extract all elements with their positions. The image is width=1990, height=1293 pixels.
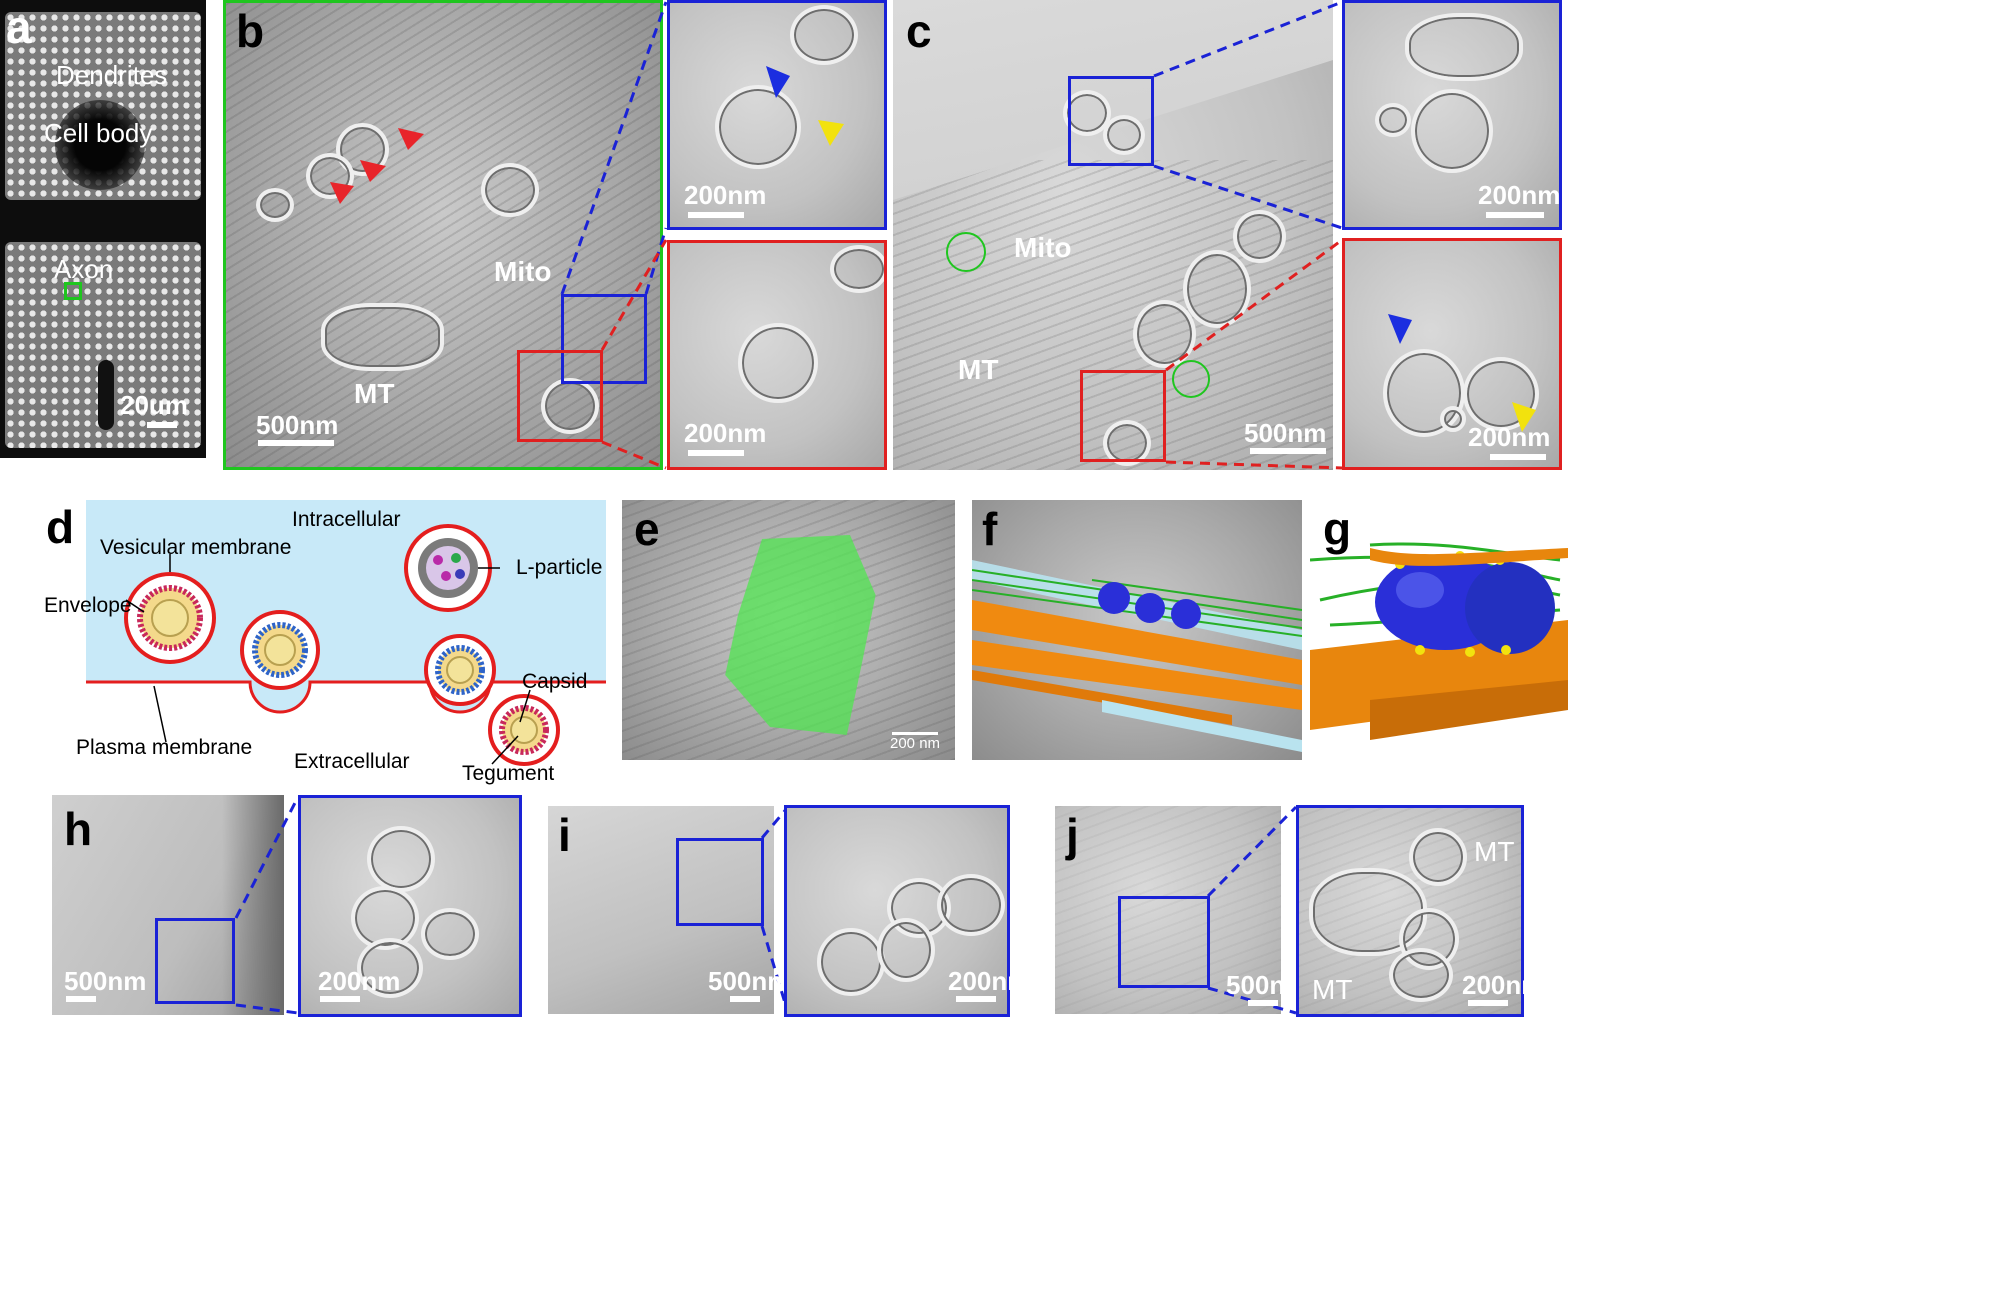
panel-i-inset-scale-label: 200nm <box>948 966 1031 996</box>
panel-c-scale-label: 500nm <box>1244 418 1327 448</box>
panel-i-inset <box>784 805 1010 1017</box>
panel-i-scale-label: 500nm <box>708 966 791 996</box>
panel-c-blue-roi <box>1068 76 1154 166</box>
label-l-particle: L-particle <box>516 556 603 579</box>
panel-a-scale-label: 20um <box>120 390 188 420</box>
label-vesicular-membrane: Vesicular membrane <box>100 536 292 559</box>
panel-i-scale-bar <box>730 996 760 1002</box>
panel-b-red-roi <box>517 350 603 442</box>
panel-a-letter: a <box>6 1 32 53</box>
panel-j-scale-bar <box>1248 1000 1278 1006</box>
panel-b-inset-arrows <box>766 66 844 146</box>
panel-f-letter: f <box>982 503 998 555</box>
label-mito-b: Mito <box>494 256 552 287</box>
panel-j-connectors <box>1206 805 1298 1015</box>
label-envelope: Envelope <box>44 594 132 617</box>
panel-g-render <box>1309 500 1568 760</box>
panel-d-svg <box>86 500 606 766</box>
label-mito-c: Mito <box>1014 232 1072 263</box>
panel-b-inset-top-scale-bar <box>688 212 744 218</box>
panel-b-scale-label: 500nm <box>256 410 339 440</box>
panel-i-letter: i <box>558 809 571 861</box>
label-tegument: Tegument <box>462 762 555 785</box>
panel-c-inset-bottom-scale-bar <box>1490 454 1546 460</box>
panel-b-inset-top <box>667 0 887 230</box>
panel-c-inset-bottom-scale-label: 200nm <box>1468 422 1551 452</box>
label-mt-b: MT <box>354 378 395 409</box>
label-mt-j-bottom: MT <box>1312 974 1353 1005</box>
label-plasma-membrane: Plasma membrane <box>76 736 253 759</box>
panel-c-scale-bar <box>1250 448 1326 454</box>
panel-c-inset-bottom <box>1342 238 1562 470</box>
panel-h-letter: h <box>64 803 93 855</box>
panel-b-scale-bar <box>258 440 334 446</box>
panel-j-scale-label: 500nm <box>1226 970 1309 1000</box>
panel-c-green-circle-2 <box>1172 360 1210 398</box>
panel-c-inset-top-scale-label: 200nm <box>1478 180 1561 210</box>
label-dendrites: Dendrites <box>56 60 168 90</box>
label-mt-j-top: MT <box>1474 836 1515 867</box>
panel-i-inset-scale-bar <box>956 996 996 1002</box>
panel-h-inset <box>298 795 522 1017</box>
label-mt-c: MT <box>958 354 999 385</box>
panel-e-letter: e <box>634 503 660 555</box>
panel-h-blue-roi <box>155 918 235 1004</box>
panel-c-green-circle-1 <box>946 232 986 272</box>
plasma-membrane-line <box>86 680 606 714</box>
panel-j-letter: j <box>1066 809 1079 861</box>
panel-f-render <box>972 560 1302 752</box>
panel-g-svg <box>1309 542 1568 740</box>
panel-b-blue-roi <box>561 294 647 384</box>
panel-c-letter: c <box>906 5 932 57</box>
panel-j-inset-scale-label: 200nm <box>1462 970 1545 1000</box>
panel-b-inset-bottom-scale-bar <box>688 450 744 456</box>
panel-f-image <box>972 500 1302 760</box>
panel-j-blue-roi <box>1118 896 1210 988</box>
panel-h-image <box>52 795 284 1015</box>
panel-c-red-roi <box>1080 370 1166 462</box>
panel-h-scale-label: 500nm <box>64 966 147 996</box>
panel-d-diagram <box>86 500 606 800</box>
panel-h-inset-scale-label: 200nm <box>318 966 401 996</box>
panel-b-inset-bottom <box>667 240 887 470</box>
panel-j-image <box>1055 806 1281 1014</box>
cell-body-dark-region <box>55 100 145 190</box>
panel-a-image <box>0 0 206 458</box>
panel-g-letter: g <box>1323 503 1352 555</box>
label-extracellular: Extracellular <box>294 750 410 773</box>
panel-e-image <box>622 500 955 760</box>
axon-dark-process <box>98 360 114 430</box>
panel-i-connectors <box>760 806 790 1014</box>
label-intracellular: Intracellular <box>292 508 401 531</box>
panel-c-inset-top <box>1342 0 1562 230</box>
panel-b-inset-bottom-scale-label: 200nm <box>684 418 767 448</box>
panel-c-image <box>893 0 1333 470</box>
panel-e-scale-label: 200 nm <box>890 735 941 752</box>
panel-h-inset-scale-bar <box>320 996 360 1002</box>
panel-i-blue-roi <box>676 838 764 926</box>
label-axon: Axon <box>54 254 114 284</box>
panel-j-inset-scale-bar <box>1468 1000 1508 1006</box>
panel-h-connectors <box>234 796 300 1015</box>
label-cell-body: Cell body <box>44 118 153 148</box>
panel-d-letter: d <box>46 501 75 553</box>
panel-e-scale-bar <box>892 732 938 735</box>
panel-b-letter: b <box>236 5 265 57</box>
panel-c-inset-arrows <box>1388 314 1536 432</box>
panel-b-inset-top-scale-label: 200nm <box>684 180 767 210</box>
label-capsid: Capsid <box>522 670 588 693</box>
red-arrow-icons <box>330 128 424 204</box>
panel-c-inset-top-scale-bar <box>1486 212 1544 218</box>
panel-h-scale-bar <box>66 996 96 1002</box>
panel-j-inset <box>1296 805 1524 1017</box>
panel-b-image <box>223 0 663 470</box>
panel-c-connectors <box>1153 0 1343 470</box>
panel-b-connectors <box>560 1 668 470</box>
axon-roi-box <box>64 282 82 300</box>
panel-a-scale-bar <box>147 422 177 428</box>
